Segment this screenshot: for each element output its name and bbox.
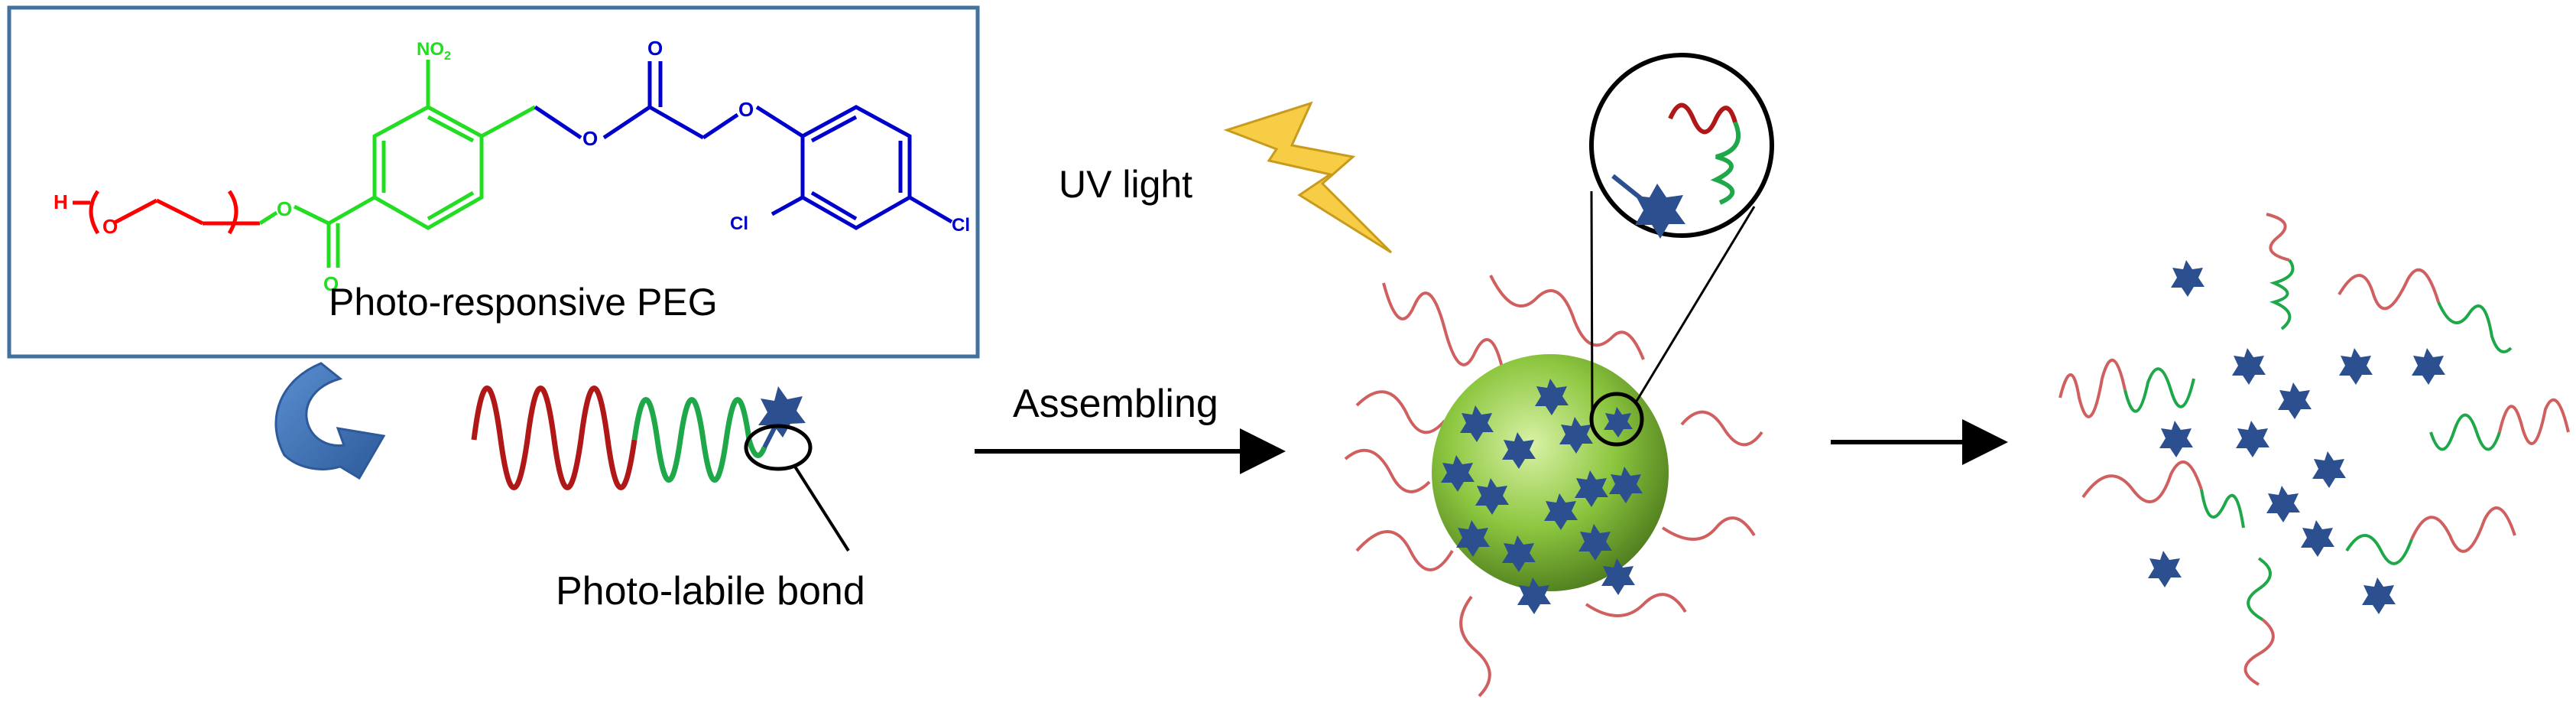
micelle	[1344, 53, 1774, 698]
inset-strand-green	[1710, 121, 1741, 205]
structure-caption: Photo-responsive PEG	[329, 281, 718, 324]
released-drugs	[2148, 260, 2445, 614]
nitro-group: NO2	[417, 39, 451, 63]
drug-star	[1517, 577, 1551, 614]
bond-pointer	[793, 465, 850, 552]
lightning-bolt-icon	[1223, 101, 1393, 254]
drug-star	[1502, 432, 1536, 469]
drug-star	[2312, 451, 2346, 488]
drug-star	[1601, 558, 1635, 595]
zoom-target-circle	[1589, 392, 1644, 447]
drug-star	[1456, 520, 1490, 557]
drug-star	[1502, 535, 1536, 572]
drug-star	[1609, 467, 1643, 503]
photo-labile-bond-marker	[744, 424, 813, 471]
atom-o-carbonyl: O	[323, 272, 339, 295]
drug-star	[2171, 260, 2205, 297]
drug-star	[2339, 348, 2373, 385]
drug-star	[1475, 478, 1509, 515]
atom-h: H	[54, 190, 68, 213]
zoom-line-left	[1590, 190, 1594, 414]
photo-labile-label: Photo-labile bond	[556, 569, 865, 613]
drug-star	[1578, 524, 1612, 561]
inset-drug-star-icon	[1635, 184, 1685, 239]
drug-star-on-strand	[758, 386, 806, 438]
drug-star	[1535, 379, 1569, 415]
polymer-strand	[471, 386, 850, 552]
zoom-line-right	[1634, 206, 1756, 403]
atom-cl-ortho: Cl	[730, 213, 748, 234]
micelle-corona	[1344, 275, 1763, 698]
released-strands	[2059, 213, 2570, 686]
inset-strand-red	[1668, 102, 1737, 135]
drug-moiety	[534, 61, 953, 230]
uv-light-label: UV light	[1059, 163, 1192, 206]
atom-o-ester: O	[277, 197, 292, 220]
drug-star	[2148, 551, 2182, 587]
nitrobenzyl-linker	[258, 60, 537, 268]
drug-star	[2278, 382, 2312, 419]
atom-cl-para: Cl	[952, 215, 970, 236]
atom-o-peg: O	[102, 215, 118, 238]
drug-star	[1604, 407, 1633, 438]
curved-arrow	[274, 362, 386, 480]
atom-o-ether: O	[738, 98, 754, 121]
encapsulated-drugs	[1441, 379, 1643, 614]
drug-star	[2301, 520, 2334, 557]
zoom-inset-circle	[1589, 53, 1774, 238]
atom-o-carbonyl2: O	[647, 37, 663, 60]
drug-star	[1559, 417, 1593, 454]
drug-star	[2412, 348, 2445, 385]
structure-panel: H O O O NO2	[7, 5, 980, 359]
drug-star	[2236, 421, 2269, 457]
strand-green-segment	[631, 397, 767, 483]
drug-star	[2159, 421, 2193, 457]
assembling-label: Assembling	[1013, 382, 1218, 426]
drug-star	[2232, 348, 2266, 385]
structure-box-frame	[7, 5, 980, 359]
atom-o-ester2: O	[582, 127, 598, 150]
strand-red-segment	[471, 386, 638, 490]
drug-star	[2362, 577, 2396, 614]
drug-star	[1575, 470, 1608, 507]
drug-star	[1460, 405, 1494, 442]
drug-star	[2266, 486, 2300, 522]
drug-star	[1544, 493, 1578, 530]
peg-chain	[73, 190, 260, 235]
drug-star	[1441, 455, 1475, 492]
released-state	[2059, 213, 2570, 686]
